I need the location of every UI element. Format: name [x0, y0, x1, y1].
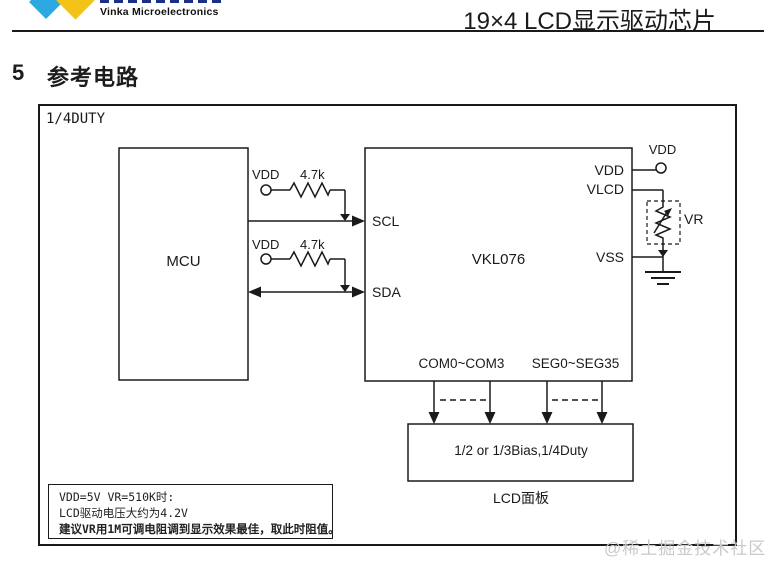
pin-label-vdd: VDD: [594, 162, 624, 178]
mcu-label: MCU: [166, 253, 201, 270]
output-arrows: [428, 381, 608, 424]
watermark: @稀土掘金技术社区: [604, 539, 767, 558]
external-vdd-label: VDD: [648, 142, 677, 157]
note-line-2: LCD驱动电压大约为4.2V: [59, 506, 188, 520]
pullup-resistor-1: [260, 181, 346, 218]
clipped-logo-text: [100, 0, 226, 3]
lcd-bias-duty-label: 1/2 or 1/3Bias,1/4Duty: [454, 443, 588, 458]
logo-company-name: Vinka Microelectronics: [100, 6, 219, 18]
lcd-panel-label: LCD面板: [492, 490, 549, 506]
section-title: 参考电路: [47, 65, 140, 90]
sda-wire: [248, 285, 365, 298]
pin-label-sda: SDA: [372, 284, 401, 300]
mcu-box: [118, 147, 249, 381]
lcd-panel-box: [407, 423, 634, 482]
pullup-resistor-2: [260, 250, 346, 289]
pin-label-seg-range: SEG0~SEG35: [531, 356, 620, 371]
vdd-terminal: [632, 162, 667, 174]
pullup1-value-label: 4.7k: [300, 167, 325, 182]
header-divider: [12, 30, 764, 32]
pin-label-vlcd: VLCD: [586, 181, 624, 197]
note-box: VDD=5V VR=510K时: LCD驱动电压大约为4.2V 建议VR用1M可…: [48, 484, 340, 539]
pin-label-scl: SCL: [372, 213, 400, 229]
pullup1-vdd-label: VDD: [252, 167, 280, 182]
chip-part-number: VKL076: [471, 251, 526, 268]
note-line-1: VDD=5V VR=510K时:: [59, 490, 175, 504]
diagram-frame: [38, 104, 737, 546]
vr-label: VR: [684, 211, 704, 227]
pullup2-value-label: 4.7k: [300, 237, 325, 252]
circuit-svg: [38, 104, 737, 546]
pin-label-vss: VSS: [595, 249, 624, 265]
pullup2-vdd-label: VDD: [252, 237, 280, 252]
vr-potentiometer: [632, 189, 681, 257]
logo-diamond-yellow: [56, 0, 95, 20]
duty-mode-label: 1/4DUTY: [46, 111, 106, 127]
scl-wire: [248, 214, 365, 227]
chip-box: [364, 147, 633, 382]
note-line-3: 建议VR用1M可调电阻调到显示效果最佳，取此时阻值。: [59, 522, 340, 536]
pin-label-com-range: COM0~COM3: [418, 356, 505, 371]
ground-symbol: [632, 250, 681, 285]
section-number: 5: [12, 60, 25, 85]
